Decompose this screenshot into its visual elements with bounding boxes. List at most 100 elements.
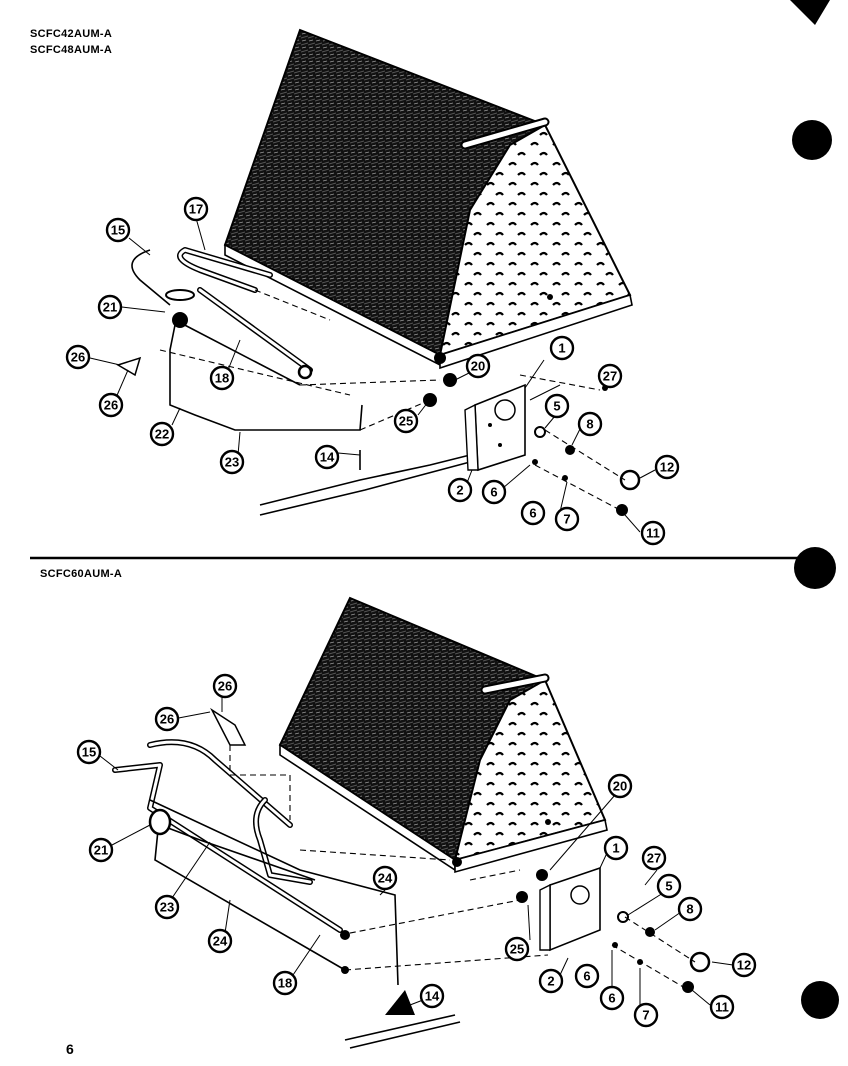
svg-text:14: 14 <box>320 450 335 465</box>
callout-25: 26 <box>98 392 124 418</box>
svg-text:23: 23 <box>160 900 174 915</box>
page-number: 6 <box>66 1041 74 1057</box>
callout-7: 7 <box>554 506 580 532</box>
callout-8: 8 <box>677 896 703 922</box>
svg-text:12: 12 <box>737 958 751 973</box>
binder-hole-icon <box>792 120 832 160</box>
callout-11: 11 <box>709 994 735 1020</box>
callout-27: 27 <box>597 363 623 389</box>
svg-text:26: 26 <box>218 679 232 694</box>
callout-22: 23 <box>219 449 245 475</box>
callout-15: 15 <box>76 739 102 765</box>
svg-text:7: 7 <box>563 512 570 527</box>
svg-text:6: 6 <box>490 485 497 500</box>
callout-18: 20 <box>465 353 491 379</box>
callout-24: 24 <box>207 928 233 954</box>
model-label-1: SCFC42AUM-A <box>30 28 113 40</box>
svg-text:20: 20 <box>613 779 627 794</box>
bottom-piping <box>112 707 461 1049</box>
svg-text:1: 1 <box>612 841 619 856</box>
svg-text:15: 15 <box>82 745 96 760</box>
callout-20: 23 <box>154 894 180 920</box>
svg-text:24: 24 <box>378 871 393 886</box>
svg-text:26: 26 <box>71 350 85 365</box>
svg-text:14: 14 <box>425 989 440 1004</box>
top-bracket <box>159 289 641 516</box>
svg-text:26: 26 <box>104 398 118 413</box>
callout-12: 12 <box>654 454 680 480</box>
callout-23: 25 <box>393 408 419 434</box>
svg-text:12: 12 <box>660 460 674 475</box>
svg-text:24: 24 <box>213 934 228 949</box>
callout-6: 6 <box>574 963 600 989</box>
svg-text:6: 6 <box>529 506 536 521</box>
callout-21: 21 <box>97 294 123 320</box>
svg-text:18: 18 <box>278 976 292 991</box>
svg-text:20: 20 <box>471 359 485 374</box>
callout-18: 20 <box>607 773 633 799</box>
callout-16: 17 <box>183 196 209 222</box>
callout-22: 24 <box>372 865 398 891</box>
callout-6b: 6 <box>520 500 546 526</box>
callout-6: 6 <box>481 479 507 505</box>
callout-7: 7 <box>633 1002 659 1028</box>
svg-text:2: 2 <box>456 483 463 498</box>
bottom-leaders <box>99 696 734 1008</box>
svg-text:6: 6 <box>608 991 615 1006</box>
model-label-3: SCFC60AUM-A <box>40 568 123 580</box>
bottom-coil-assembly <box>278 596 608 874</box>
svg-text:11: 11 <box>646 526 660 541</box>
callout-2: 2 <box>538 968 564 994</box>
model-label-2: SCFC48AUM-A <box>30 44 113 56</box>
bottom-bracket <box>229 745 711 993</box>
svg-text:23: 23 <box>225 455 239 470</box>
callout-1: 1 <box>603 835 629 861</box>
callout-23: 25 <box>504 936 530 962</box>
svg-text:17: 17 <box>189 202 203 217</box>
svg-text:11: 11 <box>715 1000 729 1015</box>
svg-text:8: 8 <box>686 902 693 917</box>
svg-text:15: 15 <box>111 223 125 238</box>
top-callouts: 17 15 21 26 26 18 22 23 14 2 6 6 7 25 20… <box>65 196 680 546</box>
callout-14: 14 <box>314 444 340 470</box>
callout-5: 5 <box>544 393 570 419</box>
callout-25: 26 <box>154 706 180 732</box>
callout-15: 15 <box>105 217 131 243</box>
svg-text:25: 25 <box>510 942 524 957</box>
svg-text:18: 18 <box>215 371 229 386</box>
svg-text:5: 5 <box>665 879 672 894</box>
svg-text:8: 8 <box>586 417 593 432</box>
bottom-callouts: 26 26 15 21 23 24 18 24 14 25 2 6 6 7 20… <box>76 673 757 1028</box>
callout-6b: 6 <box>599 985 625 1011</box>
svg-text:27: 27 <box>603 369 617 384</box>
callout-5: 5 <box>656 873 682 899</box>
callout-12: 12 <box>731 952 757 978</box>
svg-text:21: 21 <box>94 843 108 858</box>
svg-text:26: 26 <box>160 712 174 727</box>
svg-text:22: 22 <box>155 427 169 442</box>
callout-8: 8 <box>577 411 603 437</box>
callout-26: 26 <box>65 344 91 370</box>
callout-20: 22 <box>149 421 175 447</box>
svg-text:27: 27 <box>647 851 661 866</box>
svg-text:7: 7 <box>642 1008 649 1023</box>
callout-17: 18 <box>209 365 235 391</box>
callout-2: 2 <box>447 477 473 503</box>
callout-14: 14 <box>419 983 445 1009</box>
callout-1: 1 <box>549 335 575 361</box>
callout-27: 27 <box>641 845 667 871</box>
callout-21: 21 <box>88 837 114 863</box>
callout-11: 11 <box>640 520 666 546</box>
corner-mark-icon <box>790 0 830 25</box>
top-coil-assembly <box>223 28 633 370</box>
svg-text:1: 1 <box>558 341 565 356</box>
binder-hole-icon <box>794 547 836 589</box>
svg-text:21: 21 <box>103 300 117 315</box>
callout-26: 26 <box>212 673 238 699</box>
top-piping <box>116 247 471 516</box>
svg-text:6: 6 <box>583 969 590 984</box>
callout-16: 18 <box>272 970 298 996</box>
svg-text:25: 25 <box>399 414 413 429</box>
svg-text:2: 2 <box>547 974 554 989</box>
